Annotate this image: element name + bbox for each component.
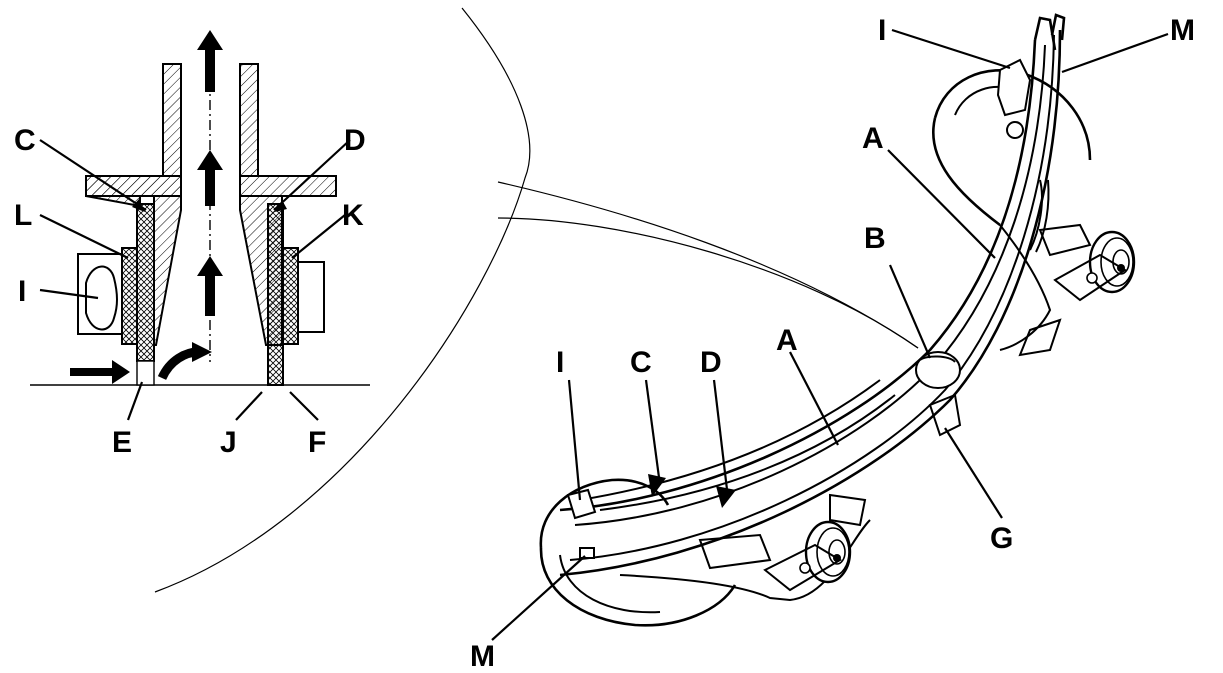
label-I-bottom: I (556, 346, 564, 379)
label-D-left: D (344, 124, 366, 157)
label-K: K (342, 199, 364, 232)
squeegee-assembly (539, 13, 1136, 627)
label-M-top: M (1170, 14, 1195, 47)
label-C-left: C (14, 124, 36, 157)
airflow-arrows (70, 30, 223, 384)
blade-edge-C (579, 379, 881, 501)
label-I-top: I (878, 14, 886, 47)
label-A-top: A (862, 122, 884, 155)
suction-port (915, 351, 961, 389)
clamp-K (282, 247, 299, 345)
cross-section-view (30, 30, 370, 386)
tube-wall-left (162, 63, 182, 177)
blade-edge-D (599, 394, 896, 511)
labels: C D L K I E J F I M A B I C D A G M (14, 14, 1195, 673)
wheel-disc-left (539, 478, 670, 549)
clamp-L (121, 247, 138, 345)
castor-wheel-upper (1053, 230, 1136, 302)
leader-lines (39, 28, 1169, 641)
slot-E (136, 360, 155, 386)
nozzle-body-left (153, 195, 182, 346)
label-A-bottom: A (776, 324, 798, 357)
label-L: L (14, 199, 32, 232)
squeegee-frame-outer (559, 29, 1062, 577)
blade-C (136, 203, 155, 362)
wing-knob (85, 265, 118, 331)
label-I-left: I (18, 275, 26, 308)
label-M-bottom: M (470, 640, 495, 673)
label-C-right: C (630, 346, 652, 379)
label-G: G (990, 522, 1013, 555)
label-J: J (220, 426, 237, 459)
block-right (297, 261, 325, 333)
tube-wall-right (239, 63, 259, 177)
label-B: B (864, 222, 886, 255)
knob-top (996, 58, 1032, 117)
blade-D (267, 203, 284, 386)
label-F: F (308, 426, 326, 459)
label-E: E (112, 426, 132, 459)
magnifier-circle (154, 7, 919, 593)
castor-wheel-lower (763, 520, 852, 592)
knob-bottom (566, 488, 597, 520)
label-D-right: D (700, 346, 722, 379)
